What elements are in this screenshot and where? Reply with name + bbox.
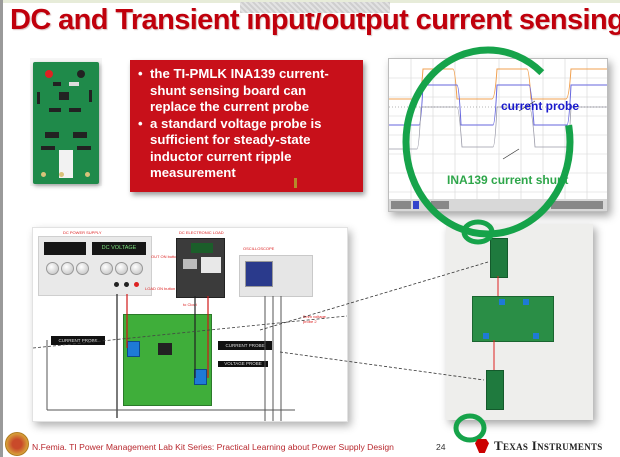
top-border <box>0 0 620 3</box>
oscilloscope-label: OSCILLOSCOPE <box>243 246 275 251</box>
terminal-pad <box>59 172 64 177</box>
jumper <box>77 146 91 150</box>
waveform-ina139-shunt <box>389 106 607 150</box>
channel-indicator <box>413 201 419 209</box>
jumper <box>69 108 81 112</box>
bullet-item: a standard voltage probe is sufficient f… <box>138 116 355 182</box>
shunt-resistor <box>59 150 73 178</box>
key-points-box: the TI-PMLK INA139 current-shunt sensing… <box>130 60 363 192</box>
waveform-orange <box>389 68 607 100</box>
ti-brand-text: Texas Instruments <box>494 438 603 453</box>
dc-power-supply-label: DC POWER SUPPLY <box>63 230 102 235</box>
page-number: 24 <box>436 442 446 452</box>
timebase-readout <box>551 201 603 209</box>
knob <box>115 262 128 275</box>
to-clout-label: to Clout <box>183 302 197 307</box>
photo-wires <box>493 276 499 370</box>
knob <box>46 262 59 275</box>
psu-display <box>44 242 86 255</box>
wiring <box>33 294 347 421</box>
oscilloscope-capture: current probe INA139 current shunt <box>388 58 608 212</box>
out-on-button-label: OUT ON button <box>151 254 179 259</box>
terminal <box>124 282 129 287</box>
knob <box>61 262 74 275</box>
knob <box>76 262 89 275</box>
dc-electronic-load <box>176 238 225 298</box>
channel-indicator <box>431 201 449 209</box>
jumper <box>45 132 59 138</box>
test-setup-diagram: DC POWER SUPPLY DC VOLTAGE OUT ON button… <box>32 227 348 422</box>
ti-state-icon <box>475 439 489 453</box>
component <box>69 82 79 86</box>
jumper <box>49 108 61 112</box>
terminal-pad <box>41 172 46 177</box>
knob <box>130 262 143 275</box>
jumper <box>73 132 87 138</box>
bullet-list: the TI-PMLK INA139 current-shunt sensing… <box>130 60 363 182</box>
terminal-block <box>533 333 539 339</box>
current-probe-label: current probe <box>501 99 580 113</box>
ina139-board-top <box>490 238 508 278</box>
dc-power-supply: DC VOLTAGE <box>38 236 152 296</box>
knob <box>100 262 113 275</box>
hardware-setup-photo <box>446 224 593 420</box>
keypad <box>201 257 221 273</box>
led-dark <box>77 70 85 78</box>
terminal <box>134 282 139 287</box>
ina139-board-photo <box>30 58 102 186</box>
buck-converter-board <box>123 314 212 406</box>
texas-instruments-logo: Texas Instruments <box>475 438 603 454</box>
header-pin <box>37 92 40 104</box>
ic-chip <box>59 92 69 100</box>
load-buttons <box>183 259 197 269</box>
inductor <box>158 343 172 355</box>
footer-credit: N.Femia. TI Power Management Lab Kit Ser… <box>32 442 394 452</box>
text-cursor-mark <box>294 178 297 188</box>
ina139-shunt-label: INA139 current shunt <box>447 173 569 187</box>
terminal-block <box>499 299 505 305</box>
redacted-overlay <box>240 2 390 13</box>
terminal-pad <box>85 172 90 177</box>
terminal-block <box>483 333 489 339</box>
load-on-button-label: LOAD ON button <box>145 286 176 291</box>
voltage-probe: VOLTAGE PROBE <box>218 361 268 367</box>
led-red <box>45 70 53 78</box>
current-probe-input: CURRENT PROBE <box>51 336 105 345</box>
dc-electronic-load-label: DC ELECTRONIC LOAD <box>179 230 224 235</box>
left-border <box>0 0 3 457</box>
component <box>53 82 61 86</box>
jumper <box>41 146 55 150</box>
channel-indicator <box>391 201 411 209</box>
terminal-block <box>523 299 529 305</box>
current-probe-output: CURRENT PROBE <box>218 341 272 350</box>
load-display <box>191 243 213 253</box>
input-terminal-block <box>127 341 140 357</box>
bullet-item: the TI-PMLK INA139 current-shunt sensing… <box>138 66 355 116</box>
terminal <box>114 282 119 287</box>
psu-display: DC VOLTAGE <box>92 242 146 255</box>
dc-voltage-label: DC VOLTAGE <box>101 245 137 251</box>
header-pin <box>89 90 92 102</box>
scope-waveforms <box>389 59 607 211</box>
pcb-board <box>33 62 99 184</box>
ina139-board-bottom <box>486 370 504 410</box>
university-crest-logo <box>5 432 29 456</box>
